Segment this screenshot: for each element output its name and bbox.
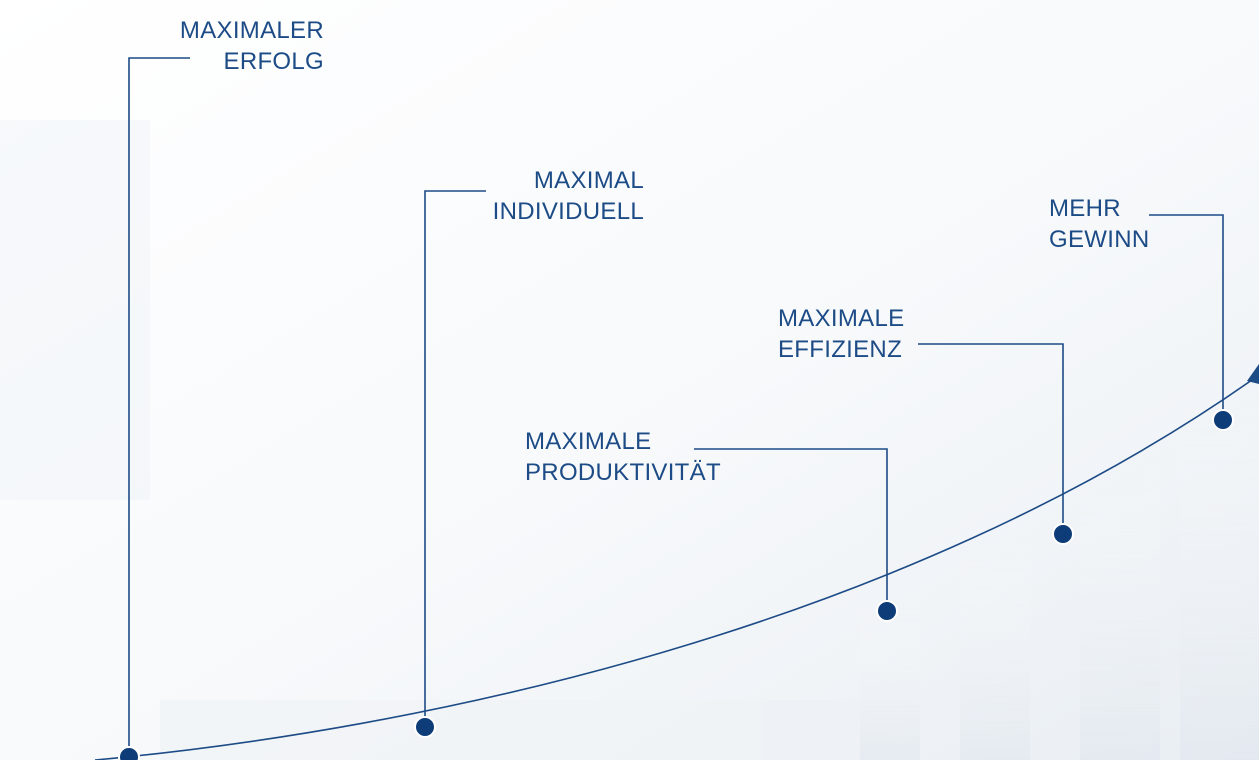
- connector-line-erfolg: [128, 57, 190, 757]
- milestone-label-line2: INDIVIDUELL: [492, 198, 644, 225]
- milestone-dot-effizienz: [1052, 523, 1074, 545]
- milestone-dot-individuell: [414, 716, 436, 738]
- connector-lines: [128, 57, 1224, 757]
- milestone-label-effizienz: MAXIMALE EFFIZIENZ: [778, 303, 978, 365]
- connector-line-produktivitaet: [694, 448, 888, 611]
- milestone-label-erfolg: MAXIMALER ERFOLG: [148, 15, 324, 77]
- milestone-label-line2: GEWINN: [1049, 226, 1150, 253]
- milestone-dot-produktivitaet: [876, 600, 898, 622]
- milestone-label-line1: MAXIMALER: [179, 17, 324, 44]
- growth-curve: [94, 374, 1259, 761]
- milestone-label-individuell: MAXIMAL INDIVIDUELL: [468, 165, 644, 227]
- milestone-label-line1: MAXIMALE: [778, 305, 905, 332]
- milestone-dot-erfolg: [118, 746, 140, 765]
- milestone-dot-gewinn: [1212, 409, 1234, 431]
- milestone-label-line2: ERFOLG: [223, 48, 324, 75]
- connector-line-gewinn: [1149, 214, 1224, 420]
- milestone-label-gewinn: MEHR GEWINN: [1049, 193, 1209, 255]
- milestone-label-line1: MAXIMAL: [533, 167, 644, 194]
- milestone-label-line2: EFFIZIENZ: [778, 336, 903, 363]
- milestone-label-produktivitaet: MAXIMALE PRODUKTIVITÄT: [525, 426, 765, 488]
- connector-line-effizienz: [918, 343, 1064, 534]
- connector-line-individuell: [424, 190, 486, 727]
- milestone-label-line2: PRODUKTIVITÄT: [525, 459, 721, 486]
- growth-curve-arrowhead-icon: [1247, 364, 1259, 384]
- background-decoration: [0, 120, 1259, 760]
- milestone-label-line1: MAXIMALE: [525, 428, 652, 455]
- milestone-label-line1: MEHR: [1049, 195, 1121, 222]
